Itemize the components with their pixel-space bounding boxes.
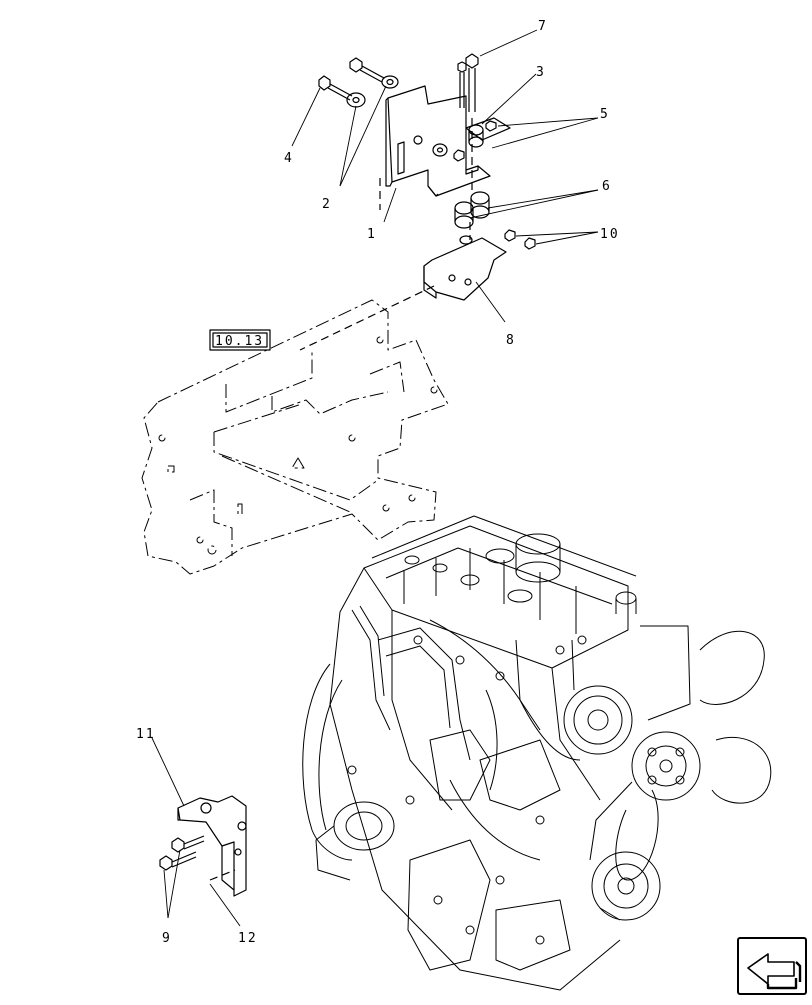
callout-labels: 1 2 3 4 5 6 7 8 9 10 11 12 10.13 bbox=[136, 19, 620, 946]
upper-mount-bracket bbox=[385, 85, 511, 197]
arrow-icon[interactable] bbox=[737, 937, 807, 995]
reference-box-label: 10.13 bbox=[215, 334, 264, 349]
callout-3: 3 bbox=[536, 65, 544, 80]
nut-parts bbox=[453, 120, 536, 250]
callout-6: 6 bbox=[602, 179, 610, 194]
callout-4: 4 bbox=[284, 151, 292, 166]
chassis-frame-phantom bbox=[141, 299, 449, 575]
washer-parts bbox=[346, 75, 448, 157]
callout-11: 11 bbox=[136, 727, 156, 742]
reference-box bbox=[209, 329, 271, 351]
callout-5: 5 bbox=[600, 107, 608, 122]
callout-10: 10 bbox=[600, 227, 620, 242]
callout-9: 9 bbox=[162, 931, 170, 946]
callout-8: 8 bbox=[506, 333, 514, 348]
leader-lines bbox=[151, 29, 599, 927]
lower-bracket bbox=[423, 235, 507, 301]
bolt-parts bbox=[159, 53, 479, 871]
callout-2: 2 bbox=[322, 197, 330, 212]
callout-1: 1 bbox=[367, 227, 375, 242]
isolator-parts bbox=[454, 191, 490, 229]
callout-12: 12 bbox=[238, 931, 258, 946]
callout-7: 7 bbox=[538, 19, 546, 34]
engine-assembly bbox=[302, 515, 772, 991]
assembly-guide-lines bbox=[209, 118, 473, 881]
small-mount-bracket bbox=[177, 795, 247, 897]
